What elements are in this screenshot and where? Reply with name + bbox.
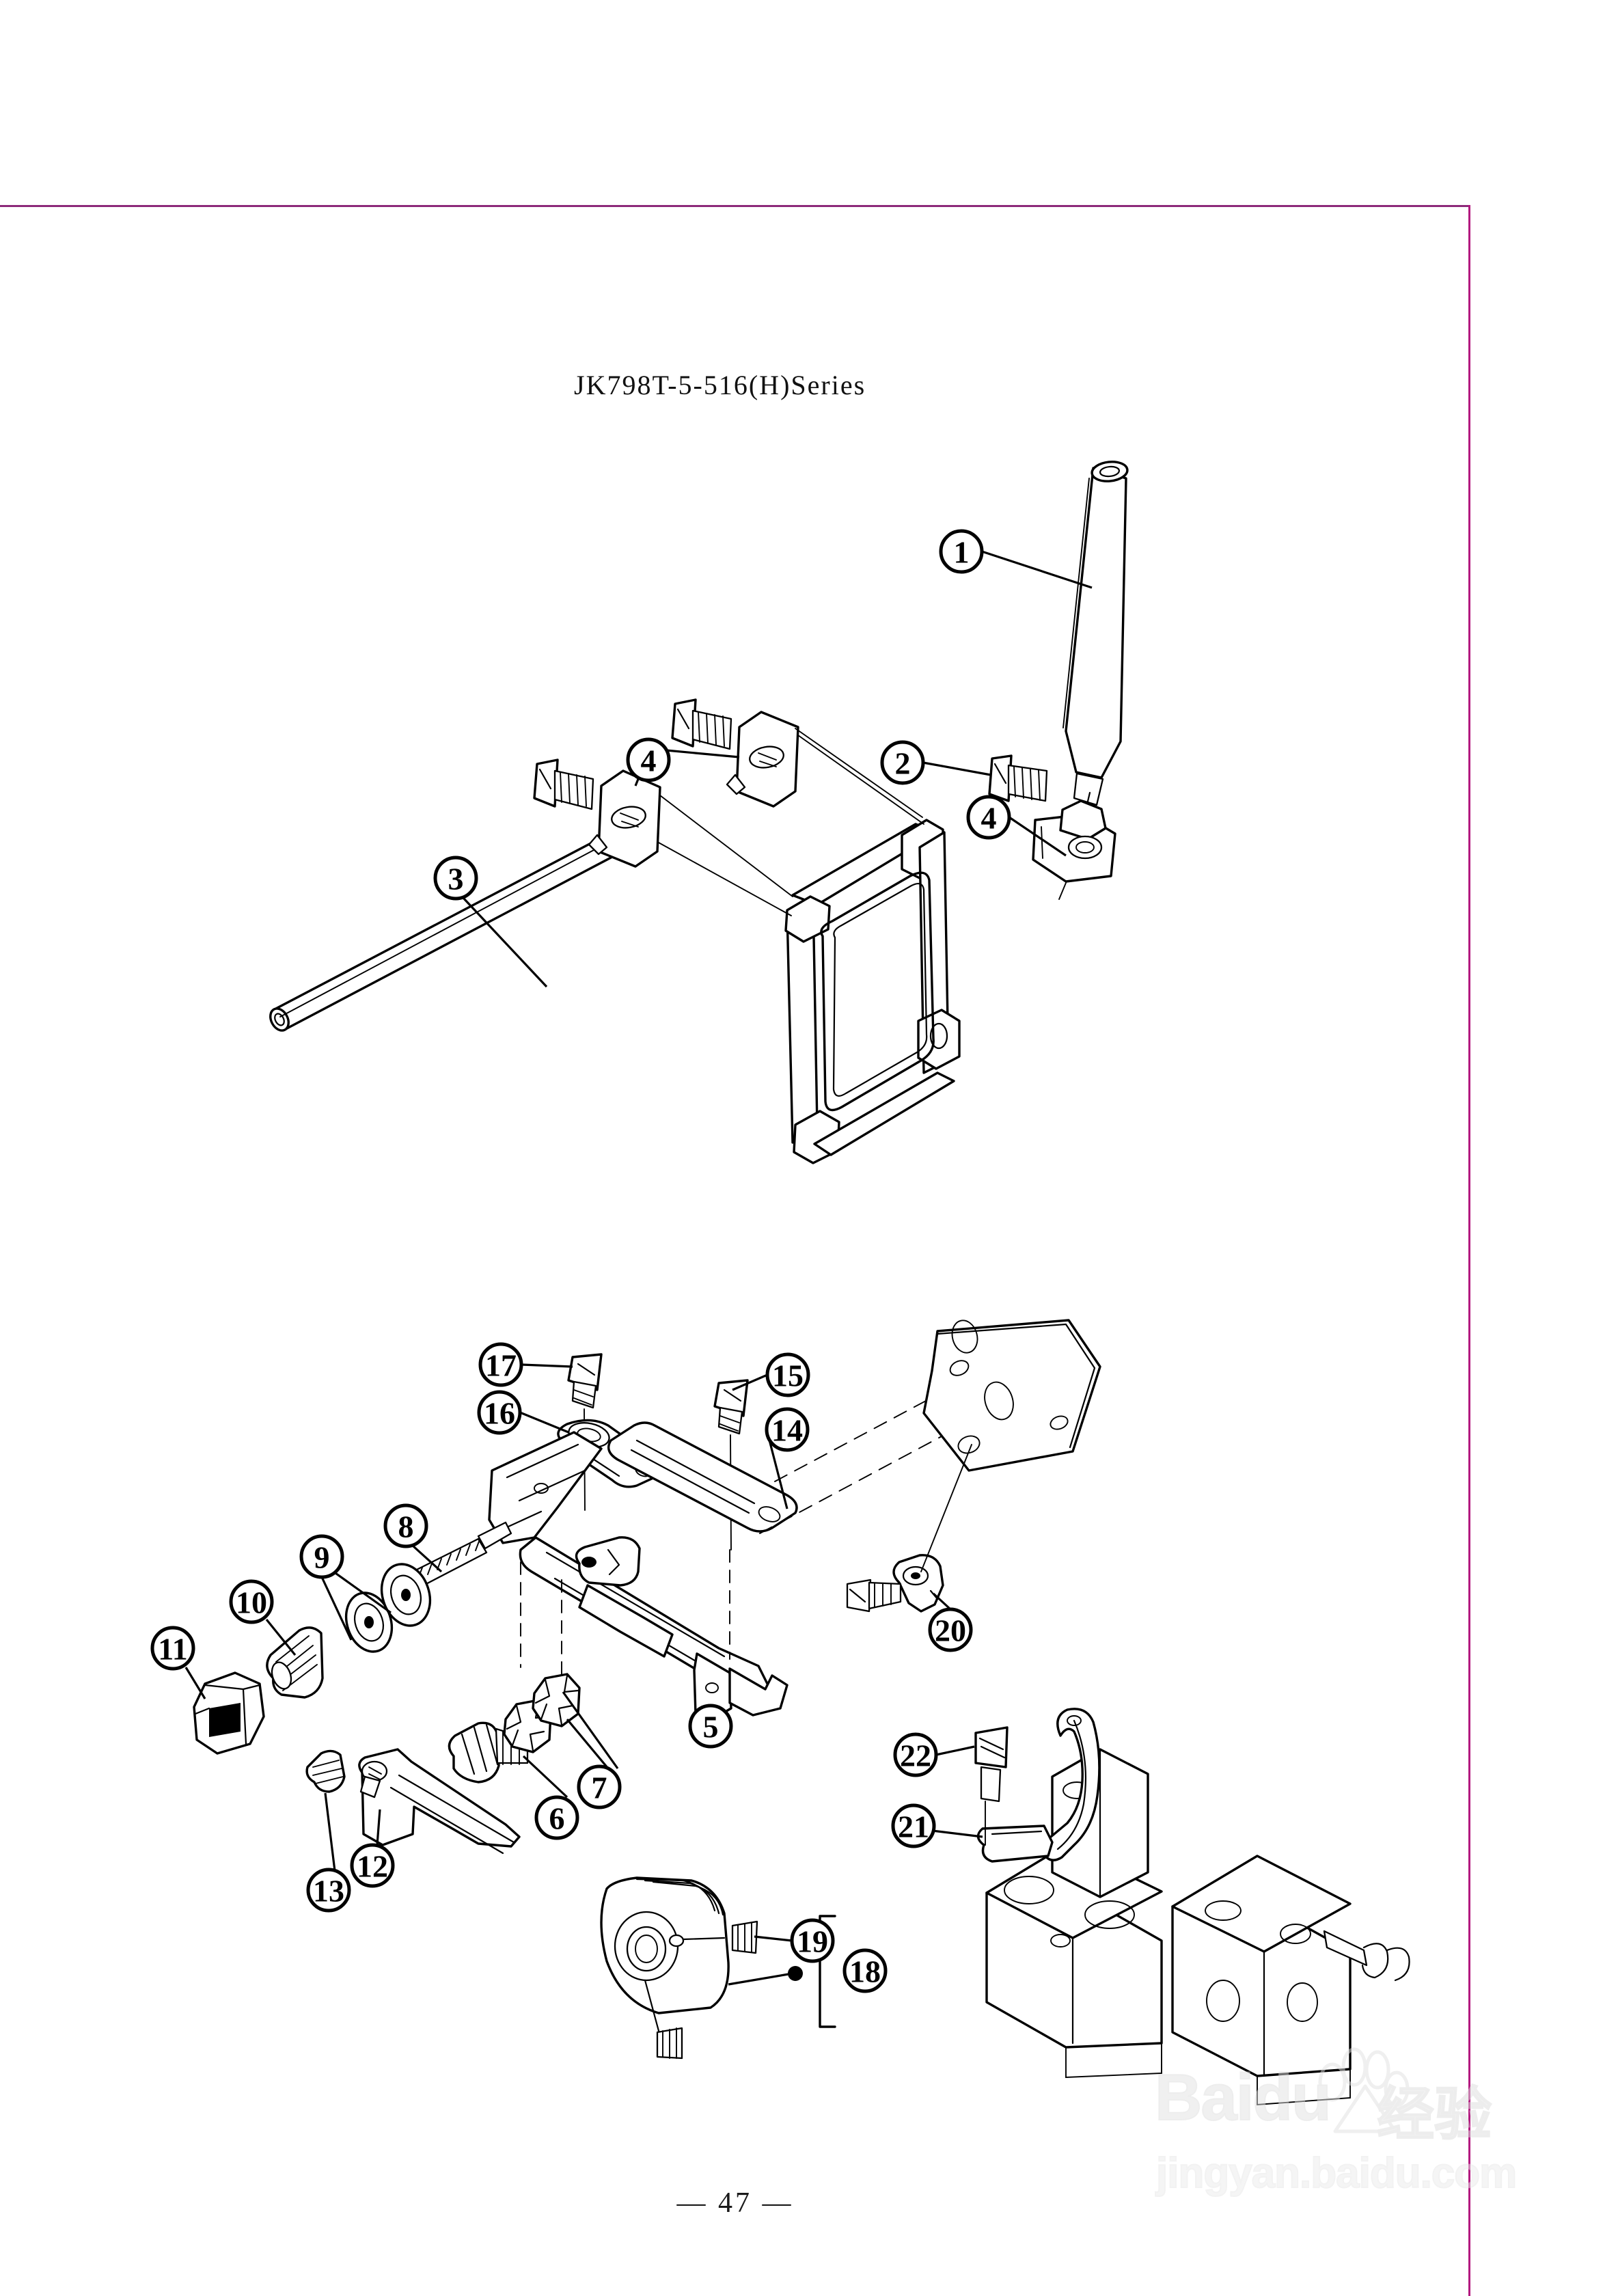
- callout-2-label: 2: [895, 746, 911, 781]
- screw-left-clamp: [533, 758, 594, 810]
- callout-20[interactable]: 20: [928, 1607, 973, 1652]
- callout-7[interactable]: 7: [577, 1764, 622, 1809]
- hex-adjust-nut-11: [193, 1671, 265, 1755]
- callout-6-label: 6: [549, 1801, 565, 1836]
- thread-guide-hook-20: [846, 1444, 972, 1613]
- long-shaft-rod: [269, 836, 644, 1032]
- main-bracket-arm-5: [488, 1384, 957, 1723]
- callout-9-label: 9: [314, 1540, 330, 1575]
- callout-3-label: 3: [448, 862, 464, 897]
- callout-4-upper[interactable]: 4: [626, 737, 671, 782]
- callout-16[interactable]: 16: [477, 1390, 522, 1435]
- callout-7-label: 7: [592, 1771, 607, 1805]
- callout-1[interactable]: 1: [939, 529, 984, 574]
- upper-assembly-group: 1 2 3 4 4: [269, 461, 1129, 1164]
- callout-18[interactable]: 18: [842, 1948, 888, 1993]
- lower-assembly-group: 5 6 7 8 9 10 1: [150, 1319, 1410, 2106]
- callout-13[interactable]: 13: [306, 1868, 351, 1913]
- callout-17-label: 17: [485, 1348, 517, 1383]
- threaded-bushing-10: [266, 1626, 324, 1699]
- callout-15[interactable]: 15: [765, 1352, 810, 1397]
- callout-17[interactable]: 17: [478, 1342, 523, 1387]
- screw-second-clamp: [671, 698, 732, 750]
- callout-21[interactable]: 21: [891, 1803, 936, 1848]
- callout-8[interactable]: 8: [383, 1503, 428, 1548]
- guide-plate-14: [607, 1421, 798, 1533]
- knurled-screw-7-b: [532, 1673, 581, 1727]
- embroidery-hoop-frame: [657, 728, 961, 1164]
- page-number: — 47 —: [676, 2187, 794, 2219]
- callout-13-label: 13: [313, 1874, 344, 1909]
- callout-15-label: 15: [772, 1358, 804, 1393]
- callout-4-lower-label: 4: [981, 801, 997, 836]
- fixing-screw-13: [305, 1749, 346, 1793]
- hexagonal-mounting-plate: [922, 1319, 1101, 1472]
- callout-5-label: 5: [703, 1710, 719, 1745]
- callout-22[interactable]: 22: [893, 1732, 938, 1777]
- vertical-shaft-rod: [1062, 461, 1129, 820]
- callout-6[interactable]: 6: [534, 1795, 579, 1840]
- callout-12-label: 12: [357, 1849, 388, 1884]
- clamp-bracket-upper-b: [726, 711, 799, 808]
- callout-21-label: 21: [898, 1809, 929, 1844]
- callout-12[interactable]: 12: [350, 1843, 395, 1888]
- page-border-top: [0, 205, 1470, 207]
- callout-10-label: 10: [236, 1585, 267, 1620]
- screw-upper-clamp: [988, 754, 1048, 802]
- callout-19-label: 19: [797, 1924, 828, 1959]
- callout-1-label: 1: [954, 535, 970, 570]
- callout-18-label: 18: [849, 1954, 881, 1989]
- callout-8-label: 8: [398, 1509, 414, 1544]
- callout-10[interactable]: 10: [229, 1579, 274, 1624]
- angle-bracket-12: [358, 1748, 521, 1855]
- callout-leaders-upper: [462, 550, 1093, 988]
- callout-4-upper-label: 4: [641, 743, 657, 778]
- tension-assembly-18: [600, 1876, 836, 2060]
- callout-5[interactable]: 5: [688, 1704, 733, 1749]
- page-title: JK798T-5-516(H)Series: [574, 370, 866, 400]
- callout-19[interactable]: 19: [790, 1918, 835, 1963]
- callout-9[interactable]: 9: [299, 1534, 344, 1579]
- callout-14-label: 14: [771, 1413, 803, 1448]
- callout-11[interactable]: 11: [150, 1626, 195, 1671]
- callout-2[interactable]: 2: [880, 740, 925, 785]
- callout-4-lower[interactable]: 4: [966, 795, 1011, 840]
- callout-14[interactable]: 14: [765, 1407, 810, 1452]
- washer-pair-9: [344, 1563, 432, 1653]
- clamp-bracket-upper-a: [588, 769, 661, 868]
- page-border-right: [1468, 205, 1470, 2296]
- callout-11-label: 11: [158, 1632, 187, 1667]
- callout-16-label: 16: [484, 1396, 515, 1431]
- clamp-bracket-lower: [1032, 800, 1116, 900]
- callout-20-label: 20: [935, 1613, 966, 1648]
- callout-22-label: 22: [900, 1738, 931, 1773]
- callout-3[interactable]: 3: [433, 856, 478, 901]
- machine-body-lower: [974, 1708, 1410, 2106]
